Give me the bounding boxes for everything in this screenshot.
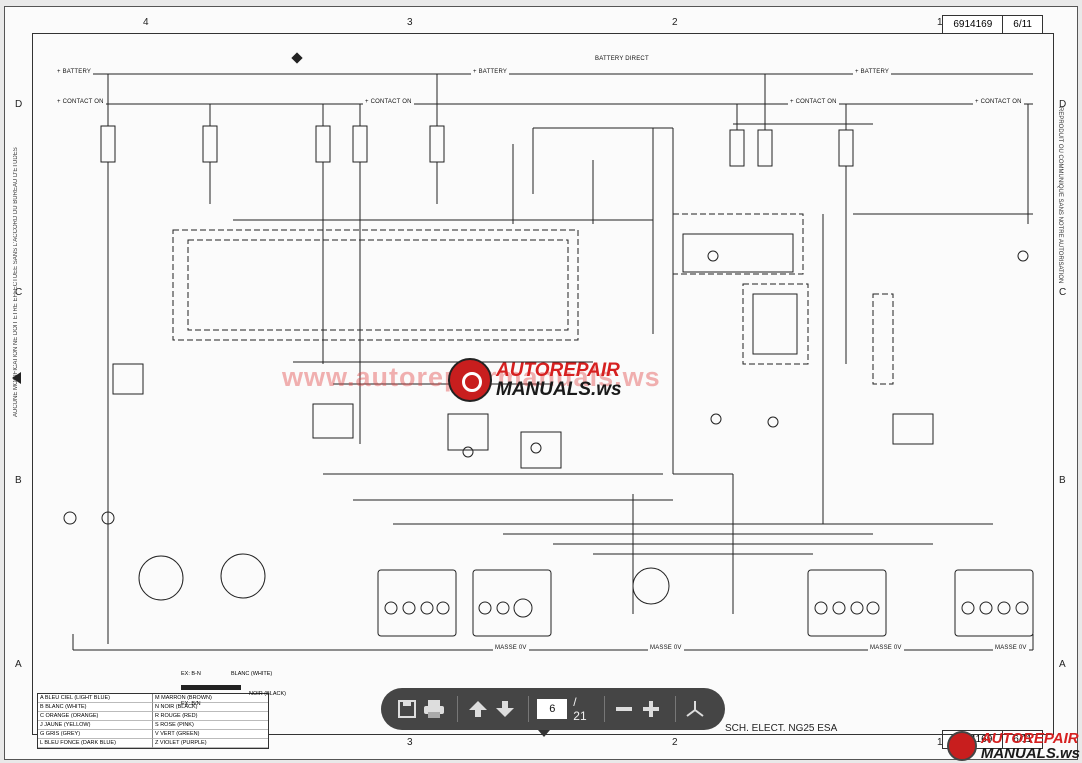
page-down-icon[interactable]: [493, 695, 516, 723]
battery-bus-label-3: + BATTERY: [853, 69, 892, 75]
column-number-3-bottom: 3: [407, 737, 413, 748]
battery-bus-label: + BATTERY: [55, 69, 94, 75]
toolbar-divider: [457, 696, 459, 722]
row-letter-d: D: [15, 99, 23, 110]
masse-label-3: MASSE 0V: [868, 645, 904, 651]
page-total: / 21: [573, 695, 587, 723]
sheet-number-box: 6914169 6/11: [942, 15, 1043, 34]
wire-example-white: BLANC (WHITE): [231, 671, 273, 677]
brand-line-2: MANUALS.ws: [496, 378, 622, 400]
brand-line-1: AUTOREPAIR: [496, 359, 620, 381]
contact-on-bus-label-2: + CONTACT ON: [363, 99, 414, 105]
legend-entry: Z VIOLET (PURPLE): [153, 739, 268, 748]
pdf-viewer-toolbar: / 21: [381, 688, 725, 730]
page-up-icon[interactable]: [466, 695, 489, 723]
row-letter-d-right: D: [1059, 99, 1067, 110]
page-number-input[interactable]: [537, 699, 568, 719]
column-number-3: 3: [407, 17, 413, 28]
toolbar-divider: [603, 696, 605, 722]
legend-entry: S ROSE (PINK): [153, 721, 268, 730]
masse-label-1: MASSE 0V: [493, 645, 529, 651]
sheet-page-bottom: 6/11: [1002, 731, 1042, 748]
legend-entry: R ROUGE (RED): [153, 712, 268, 721]
legend-entry: G GRIS (GREY): [38, 730, 153, 739]
masse-label-2: MASSE 0V: [648, 645, 684, 651]
corner-brand-line-1: AUTOREPAIR: [980, 730, 1079, 747]
print-icon[interactable]: [422, 695, 445, 723]
toolbar-divider: [528, 696, 530, 722]
legend-entry: L BLEU FONCE (DARK BLUE): [38, 739, 153, 748]
battery-direct-label: BATTERY DIRECT: [593, 56, 651, 62]
contact-on-bus-label-3: + CONTACT ON: [788, 99, 839, 105]
corner-logo-icon: [946, 731, 977, 761]
legend-entry: C ORANGE (ORANGE): [38, 712, 153, 721]
toolbar-pointer-icon: [538, 730, 550, 737]
row-letter-b: B: [15, 475, 22, 486]
contact-on-bus-label: + CONTACT ON: [55, 99, 106, 105]
row-letter-c: C: [15, 287, 23, 298]
row-letter-b-right: B: [1059, 475, 1066, 486]
wiring-diagram: [63, 52, 1034, 651]
drawing-frame: + BATTERY + BATTERY + BATTERY + CONTACT …: [32, 33, 1054, 735]
corner-brand-line-2: MANUALS.ws: [980, 745, 1080, 762]
legend-entry: V VERT (GREEN): [153, 730, 268, 739]
column-number-2-bottom: 2: [672, 737, 678, 748]
column-number-1: 1: [937, 17, 943, 28]
legend-entry: B BLANC (WHITE): [38, 703, 153, 712]
masse-label-4: MASSE 0V: [993, 645, 1029, 651]
column-number-1-bottom: 1: [937, 737, 943, 748]
schematic-sheet: 4 3 2 1 4 3 2 1 D C B A D C B A 6914169 …: [4, 6, 1078, 760]
column-number-4: 4: [143, 17, 149, 28]
sheet-page: 6/11: [1002, 16, 1042, 33]
column-number-2: 2: [672, 17, 678, 28]
legend-entry: A BLEU CIEL (LIGHT BLUE): [38, 694, 153, 703]
corner-brand: AUTOREPAIR MANUALS.ws: [946, 730, 1080, 762]
toolbar-divider: [674, 696, 676, 722]
fit-icon[interactable]: [684, 695, 707, 723]
row-letter-a-right: A: [1059, 659, 1066, 670]
zoom-out-icon[interactable]: [613, 695, 636, 723]
zoom-in-icon[interactable]: [640, 695, 663, 723]
contact-on-bus-label-4: + CONTACT ON: [973, 99, 1024, 105]
wire-example-ex2: EX: B/N: [181, 701, 201, 707]
drawing-title: SCH. ELECT. NG25 ESA: [725, 723, 838, 734]
legend-entry: J JAUNE (YELLOW): [38, 721, 153, 730]
battery-bus-label-2: + BATTERY: [471, 69, 510, 75]
wire-example-bar: [181, 685, 241, 690]
right-margin-note: REPRODUIT OU COMMUNIQUE SANS NOTRE AUTOR…: [1057, 107, 1063, 284]
sheet-id: 6914169: [953, 19, 993, 30]
legend-entry: M MARRON (BROWN): [153, 694, 268, 703]
wire-example-ex1: EX: B-N: [181, 671, 201, 677]
save-icon[interactable]: [395, 695, 418, 723]
brand-logo-icon: [448, 358, 492, 402]
row-letter-a: A: [15, 659, 22, 670]
legend-entry: N NOIR (BLACK): [153, 703, 268, 712]
wire-example-black: NOIR (BLACK): [249, 691, 286, 697]
row-letter-c-right: C: [1059, 287, 1067, 298]
wire-color-legend: A BLEU CIEL (LIGHT BLUE) M MARRON (BROWN…: [37, 693, 269, 749]
watermark-brand: AUTOREPAIR MANUALS.ws: [448, 358, 622, 402]
previous-sheet-arrow-icon[interactable]: [12, 372, 21, 384]
